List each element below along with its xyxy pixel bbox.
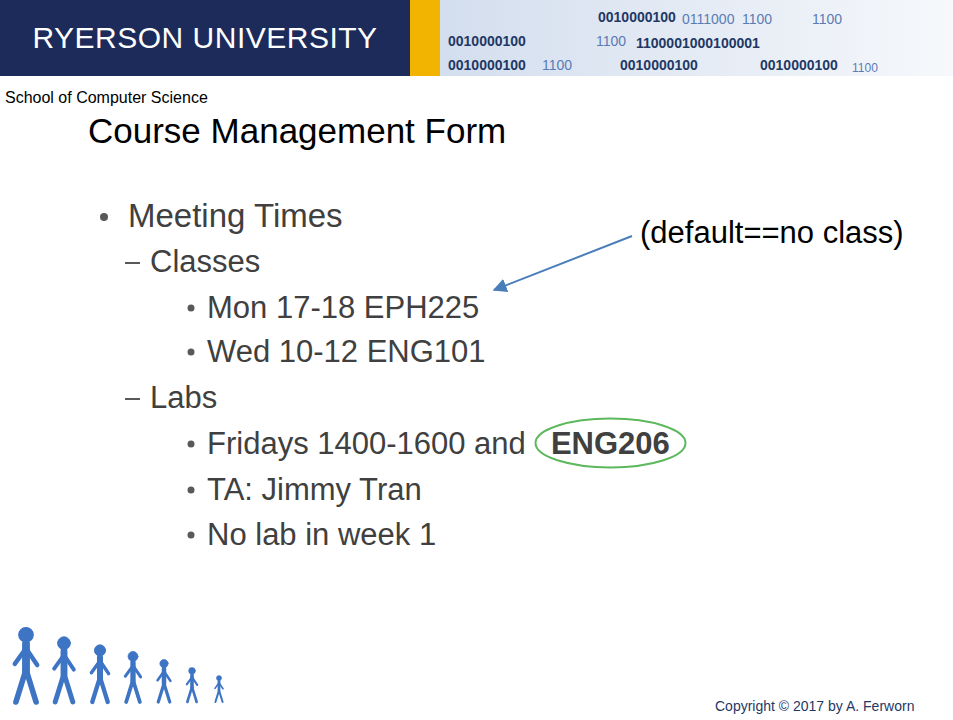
binary-digits: 1100 [812, 12, 842, 26]
binary-digits: 0010000100 [760, 58, 838, 72]
copyright-note: Copyright © 2017 by A. Ferworn [715, 699, 914, 713]
binary-digits: 1100 [742, 12, 772, 26]
highlight-ellipse: ENG206 [534, 417, 687, 469]
header-band: RYERSON UNIVERSITY [0, 0, 410, 76]
evolution-logo [15, 628, 223, 702]
header-panel [440, 0, 953, 76]
bullet-item: TA: Jimmy Tran [207, 474, 422, 505]
callout-note: (default==no class) [640, 217, 904, 248]
header-title: RYERSON UNIVERSITY [32, 23, 377, 53]
bullet-item: Mon 17-18 EPH225 [207, 292, 479, 323]
sub-bullet-text: Labs [150, 382, 217, 413]
bullet-item: Wed 10-12 ENG101 [207, 336, 486, 367]
callout-arrow [494, 236, 632, 290]
school-name: School of Computer Science [5, 90, 208, 106]
binary-digits: 0010000100 [448, 34, 526, 48]
sub-bullet-text: Classes [150, 246, 260, 277]
binary-digits: 1100 [542, 58, 572, 72]
bullet-item: Fridays 1400-1600 and [207, 428, 526, 459]
binary-digits: 1100001000100001 [636, 36, 760, 50]
binary-digits: 0010000100 [598, 10, 676, 24]
binary-digits: 0010000100 [448, 58, 526, 72]
room-name: ENG206 [551, 428, 670, 459]
binary-digits: 1100 [852, 62, 878, 74]
header-stripe [410, 0, 440, 76]
slide-title: Course Management Form [88, 113, 506, 148]
bullet-item: No lab in week 1 [207, 519, 436, 550]
binary-digits: 0010000100 [620, 58, 698, 72]
binary-digits: 0111000 [682, 12, 734, 26]
binary-digits: 1100 [596, 34, 626, 48]
bullet-text: Meeting Times [128, 199, 343, 232]
